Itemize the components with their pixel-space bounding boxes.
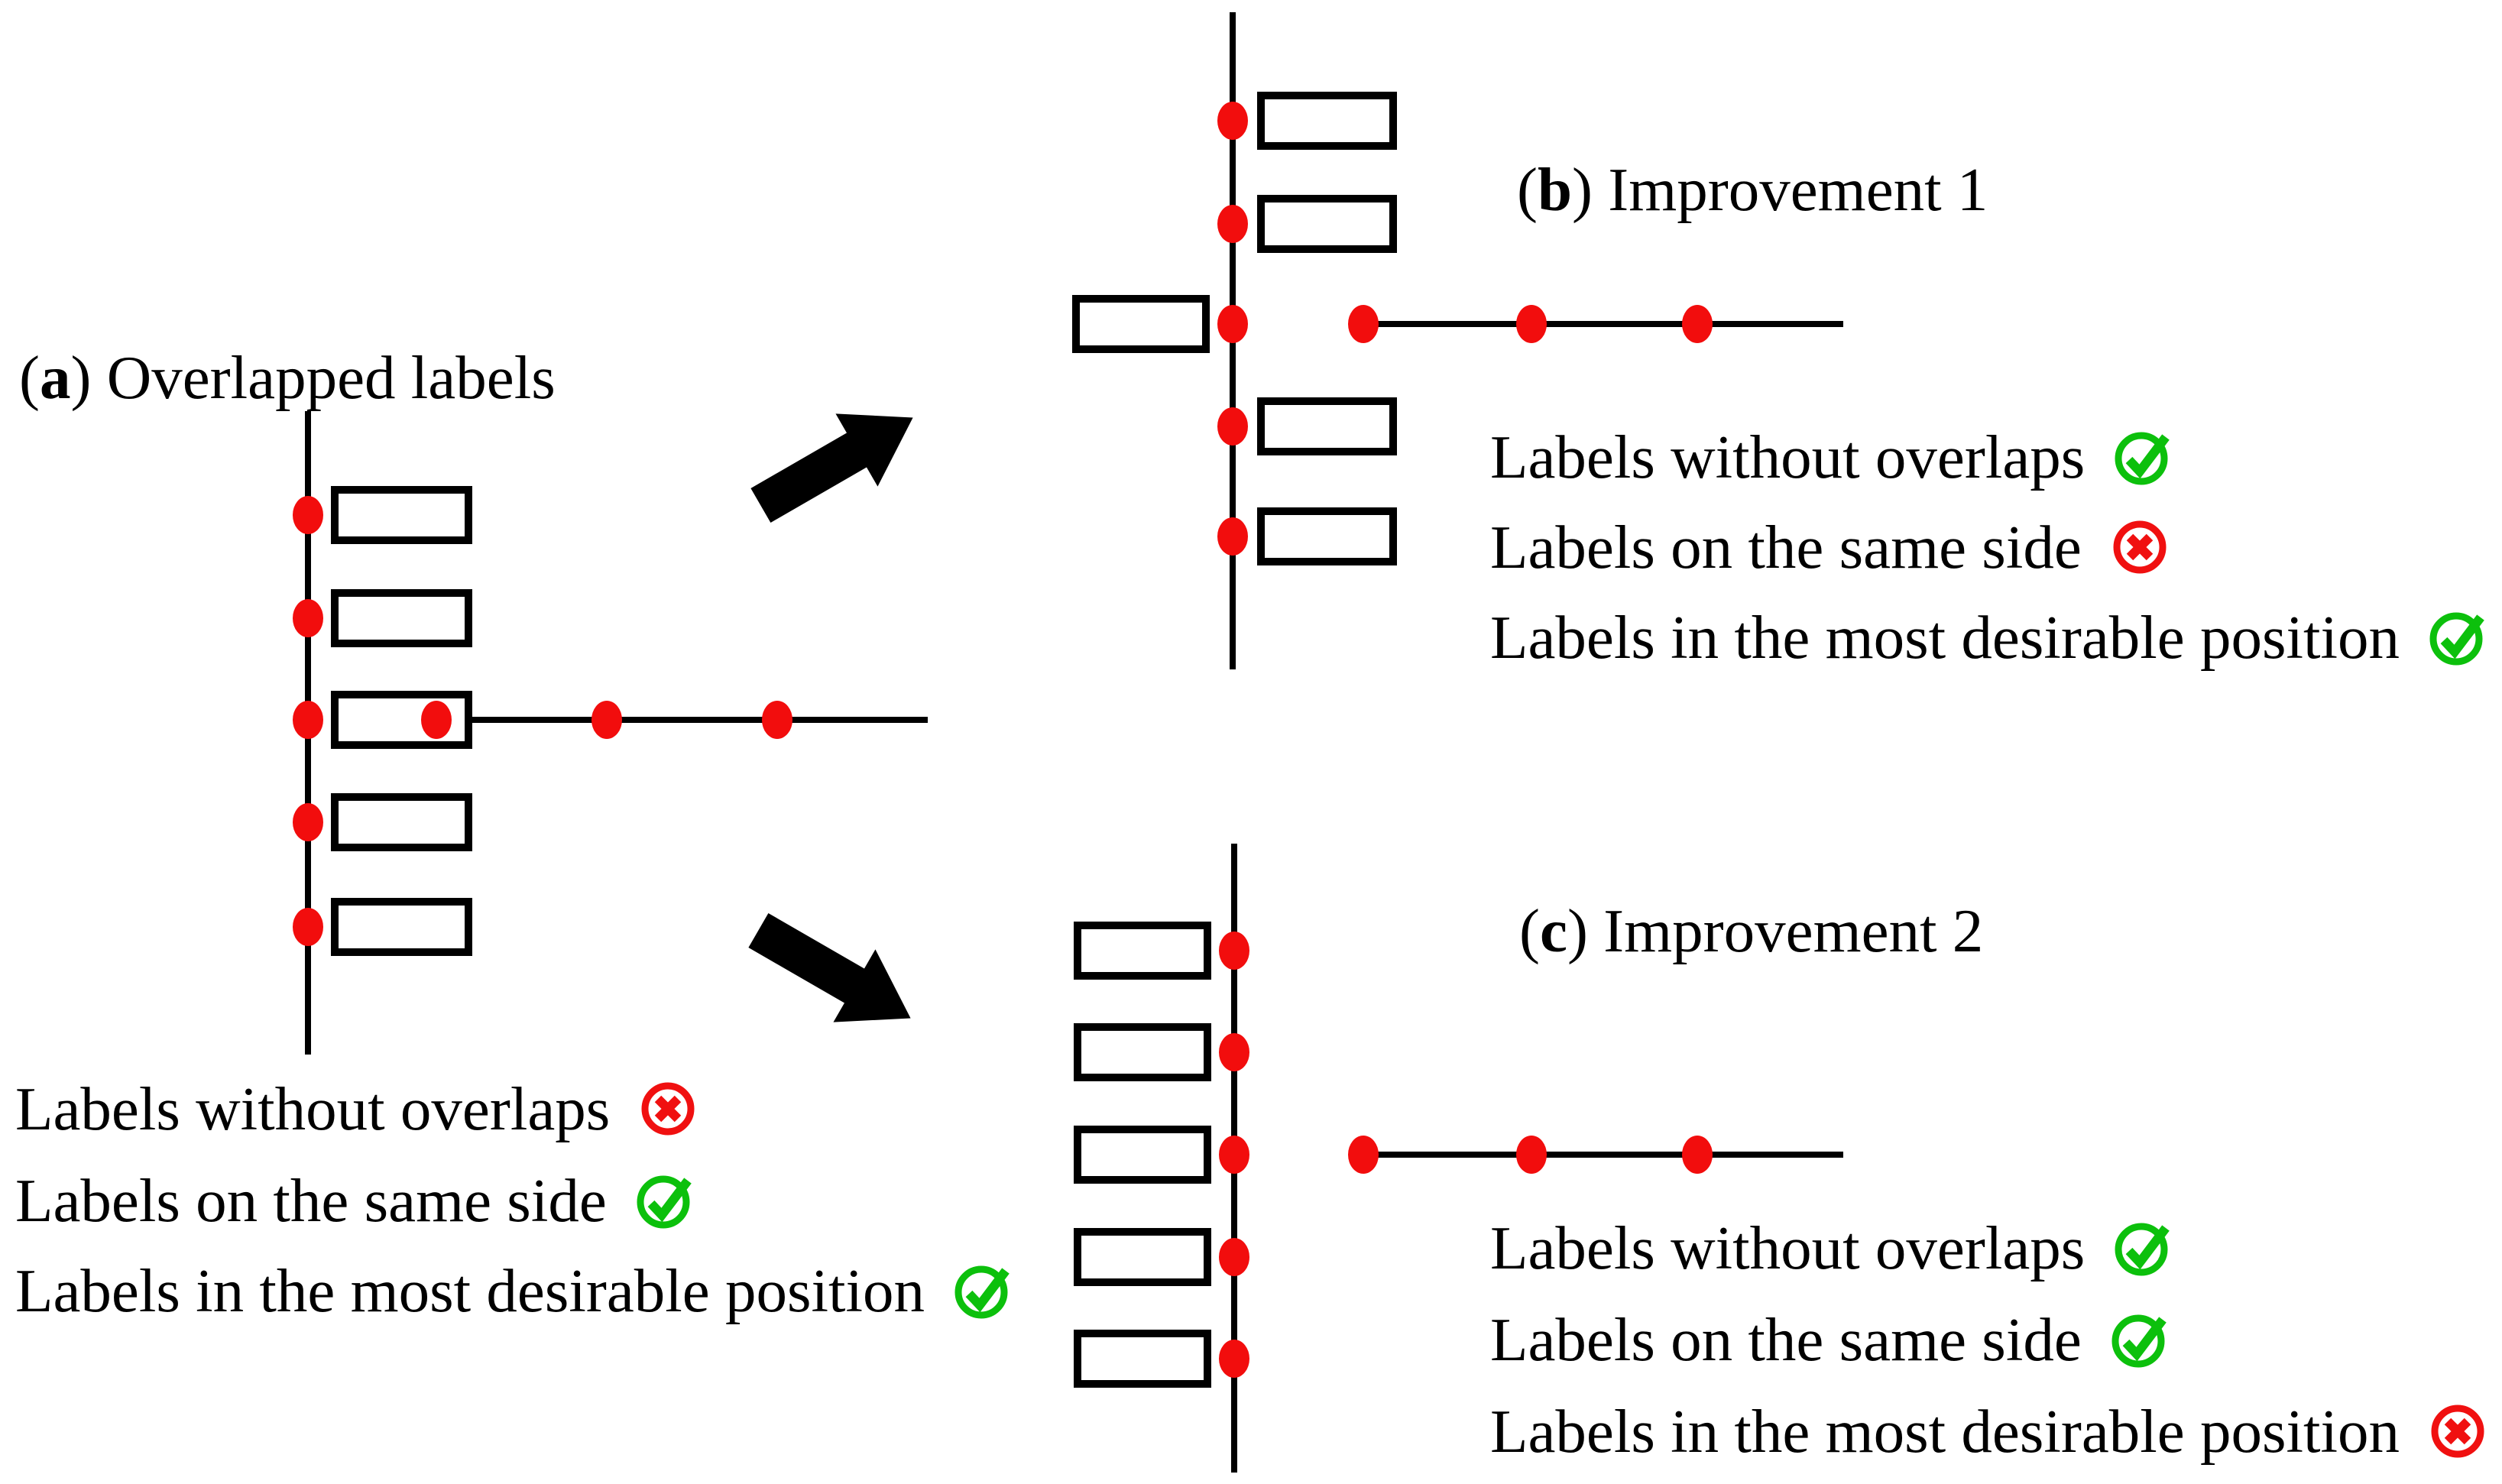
eval-row: Labels on the same side bbox=[15, 1161, 697, 1240]
eval-row: Labels in the most desirable position bbox=[1490, 598, 2490, 677]
eval-text: Labels on the same side bbox=[1490, 1305, 2082, 1374]
paren: ( bbox=[1519, 896, 1540, 965]
map-point bbox=[591, 701, 622, 739]
check-circle-icon bbox=[2426, 605, 2490, 669]
eval-text: Labels in the most desirable position bbox=[1490, 603, 2400, 672]
map-point bbox=[1219, 1136, 1249, 1174]
map-point bbox=[293, 701, 323, 739]
label-box bbox=[1074, 1126, 1211, 1184]
eval-row: Labels on the same side bbox=[1490, 507, 2172, 587]
map-point bbox=[1217, 102, 1248, 140]
map-point bbox=[1682, 305, 1713, 343]
eval-text: Labels on the same side bbox=[1490, 513, 2082, 582]
eval-text: Labels without overlaps bbox=[1490, 423, 2086, 491]
label-box bbox=[331, 486, 472, 544]
eval-row: Labels on the same side bbox=[1490, 1300, 2172, 1379]
check-circle-icon bbox=[2108, 1307, 2172, 1372]
map-point bbox=[1516, 1136, 1547, 1174]
map-point bbox=[1219, 1033, 1249, 1071]
cross-circle-icon bbox=[636, 1077, 700, 1141]
label-box bbox=[1074, 922, 1211, 980]
label-box bbox=[331, 793, 472, 851]
map-point bbox=[1348, 305, 1379, 343]
panel-c-title: (c) Improvement 2 bbox=[1519, 891, 1983, 970]
map-point bbox=[1516, 305, 1547, 343]
label-box bbox=[1257, 92, 1397, 150]
paren: ) bbox=[1572, 155, 1593, 224]
map-point bbox=[293, 908, 323, 946]
eval-row: Labels in the most desirable position bbox=[1490, 1392, 2490, 1471]
label-box bbox=[1257, 195, 1397, 253]
cross-circle-icon bbox=[2426, 1399, 2490, 1463]
map-point bbox=[762, 701, 792, 739]
panel-title-text: Overlapped labels bbox=[91, 343, 556, 412]
eval-row: Labels in the most desirable position bbox=[15, 1251, 1015, 1330]
map-point bbox=[293, 496, 323, 534]
cross-circle-icon bbox=[2108, 515, 2172, 579]
eval-text: Labels in the most desirable position bbox=[1490, 1397, 2400, 1466]
map-point bbox=[1219, 1340, 1249, 1378]
panel-a-diagram bbox=[293, 411, 928, 1055]
map-point bbox=[1217, 205, 1248, 243]
label-box bbox=[1074, 1023, 1211, 1081]
eval-row: Labels without overlaps bbox=[1490, 1208, 2175, 1288]
label-box bbox=[1074, 1228, 1211, 1286]
eval-text: Labels in the most desirable position bbox=[15, 1256, 925, 1325]
check-circle-icon bbox=[2111, 1216, 2175, 1280]
label-box bbox=[1257, 397, 1397, 455]
label-box bbox=[1257, 507, 1397, 565]
panel-letter: a bbox=[39, 343, 71, 412]
check-circle-icon bbox=[951, 1259, 1015, 1323]
panel-b-diagram bbox=[1072, 12, 1843, 669]
arrow-to-improvement-2-icon bbox=[748, 912, 911, 1022]
panel-a-title: (a) Overlapped labels bbox=[19, 338, 556, 417]
eval-text: Labels without overlaps bbox=[1490, 1213, 2086, 1282]
eval-text: Labels without overlaps bbox=[15, 1074, 611, 1143]
map-point bbox=[293, 803, 323, 841]
map-point bbox=[293, 599, 323, 637]
paren: ( bbox=[1517, 155, 1538, 224]
eval-row: Labels without overlaps bbox=[15, 1069, 700, 1149]
label-box bbox=[1074, 1330, 1211, 1388]
label-box bbox=[331, 589, 472, 647]
map-point bbox=[1348, 1136, 1379, 1174]
panel-title-text: Improvement 2 bbox=[1587, 896, 1984, 965]
map-point bbox=[1219, 932, 1249, 970]
eval-row: Labels without overlaps bbox=[1490, 417, 2175, 497]
check-circle-icon bbox=[2111, 425, 2175, 489]
label-box bbox=[1072, 295, 1210, 353]
panel-c-diagram bbox=[1074, 844, 1843, 1473]
paren: ) bbox=[1567, 896, 1588, 965]
map-point bbox=[1217, 407, 1248, 446]
panel-title-text: Improvement 1 bbox=[1593, 155, 1988, 224]
panel-b-title: (b) Improvement 1 bbox=[1517, 150, 1988, 229]
panel-letter: c bbox=[1539, 896, 1567, 965]
map-point bbox=[1219, 1238, 1249, 1276]
paren: ) bbox=[70, 343, 92, 412]
map-point bbox=[1217, 517, 1248, 556]
eval-text: Labels on the same side bbox=[15, 1166, 607, 1235]
label-box bbox=[331, 898, 472, 956]
check-circle-icon bbox=[633, 1168, 697, 1233]
paren: ( bbox=[19, 343, 40, 412]
map-point bbox=[1217, 305, 1248, 343]
panel-letter: b bbox=[1537, 155, 1573, 224]
map-point bbox=[1682, 1136, 1713, 1174]
map-point bbox=[421, 701, 452, 739]
arrow-to-improvement-1-icon bbox=[750, 413, 913, 523]
